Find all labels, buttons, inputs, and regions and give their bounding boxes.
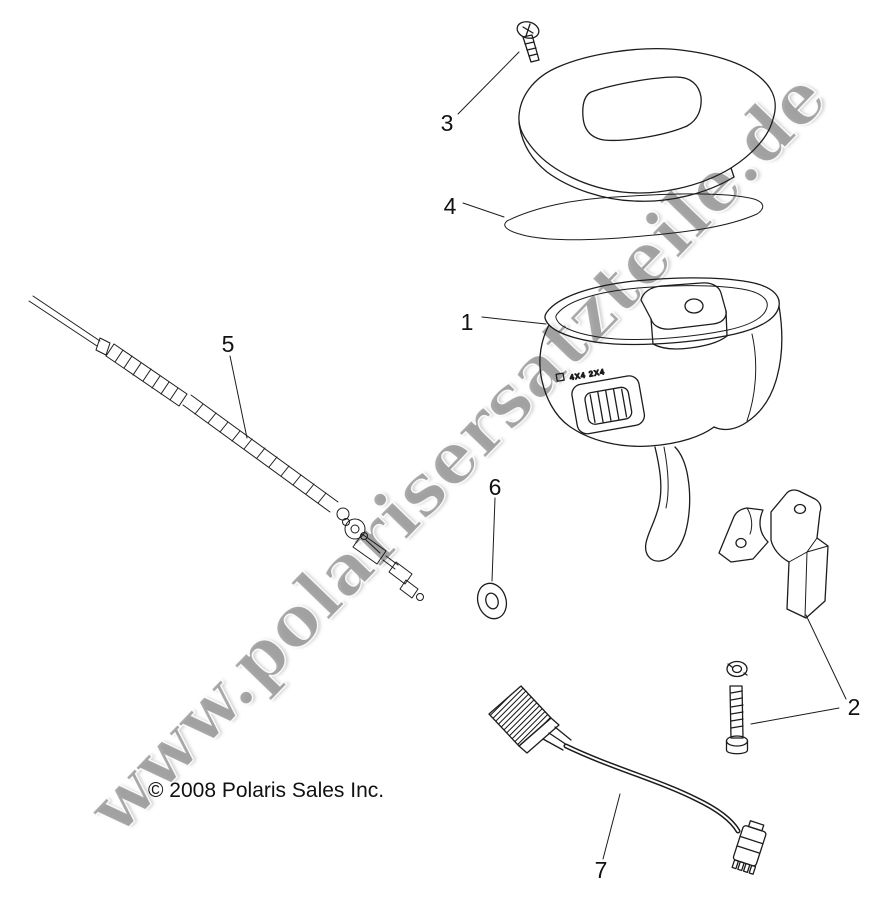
bracket-parts xyxy=(718,489,829,619)
callout-labels: 1 2 3 4 5 6 7 xyxy=(222,110,861,883)
screw-part xyxy=(516,21,540,63)
callout-3: 3 xyxy=(441,110,454,136)
cable-part xyxy=(28,295,424,601)
awd-icon xyxy=(555,372,565,382)
callout-2: 2 xyxy=(848,694,861,720)
control-housing-part: 4X4 2X4 xyxy=(539,277,783,562)
leader-lines xyxy=(229,51,847,860)
callout-1: 1 xyxy=(461,309,474,335)
copyright-text: © 2008 Polaris Sales Inc. xyxy=(148,779,384,802)
gasket-part xyxy=(504,193,764,241)
callout-6: 6 xyxy=(489,474,502,500)
callout-7: 7 xyxy=(595,857,608,883)
washer-part xyxy=(476,582,508,620)
callout-5: 5 xyxy=(222,331,235,357)
harness-part xyxy=(488,685,767,875)
switch-mode-labels: 4X4 2X4 xyxy=(569,367,606,382)
callout-4: 4 xyxy=(444,193,457,219)
cover-part xyxy=(518,48,776,202)
bolt-part xyxy=(725,685,749,755)
lock-washer xyxy=(726,660,748,678)
